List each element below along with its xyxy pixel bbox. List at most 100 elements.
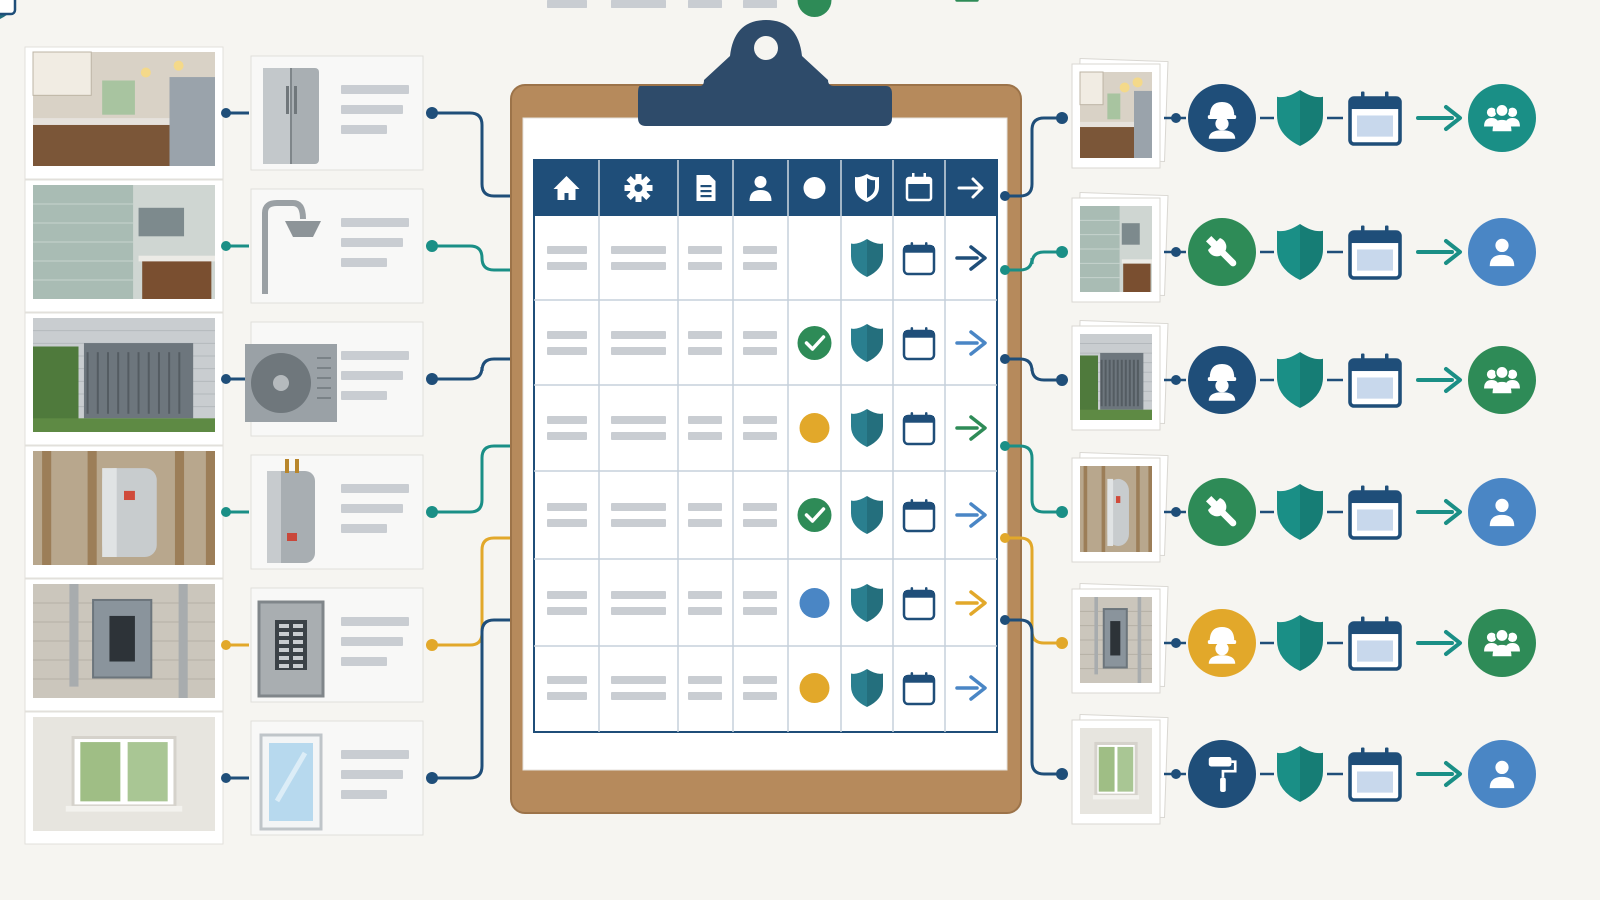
- shield-icon: [1277, 746, 1323, 802]
- arrow-right-icon: [955, 675, 987, 701]
- shield-icon: [1277, 224, 1323, 280]
- placeholder-text-lines: [688, 503, 722, 527]
- assignment-row: [1071, 319, 1536, 431]
- connector-dot: [1056, 246, 1068, 258]
- panel-wiring-thumbnail: [1071, 582, 1169, 694]
- shield-icon: [851, 324, 883, 362]
- placeholder-text-lines: [341, 617, 409, 666]
- equipment-row: [24, 46, 424, 180]
- placeholder-text-lines: [611, 591, 666, 615]
- connector-dot: [426, 506, 438, 518]
- refrigerator-icon: [263, 68, 319, 164]
- calendar-icon: [905, 173, 933, 202]
- table-row: [0, 0, 979, 19]
- group-icon: [1468, 609, 1536, 677]
- check-status-icon: [798, 0, 832, 17]
- connector-dot: [426, 107, 438, 119]
- calendar-icon: [1348, 747, 1402, 802]
- gear-icon: [624, 174, 653, 202]
- placeholder-text-lines: [341, 218, 409, 267]
- arrow-right-icon: [957, 177, 984, 199]
- calendar-icon: [1348, 353, 1402, 408]
- arrow-right-icon: [1416, 367, 1462, 393]
- arrow-right-icon: [955, 502, 987, 528]
- arrow-right-icon: [1416, 761, 1462, 787]
- connector-dot: [221, 773, 231, 783]
- arrow-right-icon: [955, 245, 987, 271]
- arrow-right-icon: [1416, 630, 1462, 656]
- connector-line: [432, 444, 526, 514]
- placeholder-text-lines: [547, 503, 587, 527]
- shield-icon: [1277, 352, 1323, 408]
- clipboard: [0, 0, 1022, 814]
- clipboard-clip: [638, 20, 892, 126]
- connector-dot: [221, 640, 231, 650]
- person-icon: [1468, 740, 1536, 808]
- placeholder-text-lines: [743, 246, 777, 270]
- equipment-card: [250, 587, 424, 703]
- connector-dot: [1000, 615, 1010, 625]
- connector-dot: [426, 373, 438, 385]
- hard-hat-worker-icon: [1188, 84, 1256, 152]
- connector-dot: [1000, 533, 1010, 543]
- placeholder-text-lines: [611, 416, 666, 440]
- calendar-icon: [0, 0, 17, 16]
- placeholder-text-lines: [547, 416, 587, 440]
- connector-line: [432, 357, 526, 381]
- window-sill-thumbnail: [1071, 713, 1169, 825]
- status-dot: [799, 588, 830, 618]
- table-row: [547, 496, 987, 534]
- arrow-right-icon: [1416, 239, 1462, 265]
- placeholder-text-lines: [743, 0, 777, 8]
- connector-dot: [426, 240, 438, 252]
- placeholder-text-lines: [743, 503, 777, 527]
- shield-icon: [851, 584, 883, 622]
- equipment-row: [24, 445, 424, 579]
- shield-icon: [1277, 615, 1323, 671]
- table-row: [547, 584, 987, 622]
- shower-valve-thumbnail: [1071, 191, 1169, 303]
- table-row: [547, 409, 987, 447]
- placeholder-text-lines: [743, 331, 777, 355]
- hard-hat-worker-icon: [1188, 346, 1256, 414]
- connector-dot: [1171, 638, 1181, 648]
- table-row: [547, 324, 987, 362]
- connector-dot: [1171, 507, 1181, 517]
- connector-line: [432, 536, 526, 647]
- table-header: [534, 160, 997, 216]
- placeholder-text-lines: [743, 416, 777, 440]
- electrical-panel-photo: [24, 578, 224, 712]
- equipment-card: [250, 55, 424, 171]
- connector-dot: [1000, 265, 1010, 275]
- connector-dot: [1171, 247, 1181, 257]
- placeholder-text-lines: [341, 351, 409, 400]
- connector-line: [1005, 444, 1062, 514]
- assignment-row: [1071, 582, 1536, 694]
- right-connectors: [1000, 112, 1068, 780]
- bathroom-photo: [24, 179, 224, 313]
- hard-hat-worker-icon: [1188, 609, 1256, 677]
- breaker-panel-icon: [257, 600, 325, 698]
- equipment-card: [250, 454, 424, 570]
- shield-icon: [1277, 484, 1323, 540]
- calendar-icon: [902, 672, 936, 706]
- assignment-row: [1071, 713, 1536, 825]
- paint-roller-icon: [1188, 740, 1256, 808]
- arrow-right-icon: [1416, 499, 1462, 525]
- placeholder-text-lines: [743, 676, 777, 700]
- assignment-row: [1071, 57, 1536, 169]
- placeholder-text-lines: [547, 591, 587, 615]
- arrow-right-icon: [955, 415, 987, 441]
- shield-icon: [1277, 90, 1323, 146]
- equipment-card: [250, 188, 424, 304]
- shield-icon: [851, 496, 883, 534]
- placeholder-text-lines: [688, 246, 722, 270]
- calendar-icon: [902, 327, 936, 361]
- group-icon: [1468, 84, 1536, 152]
- maintenance-table: [0, 0, 998, 733]
- status-dot: [799, 673, 830, 703]
- equipment-row: [24, 312, 424, 446]
- equipment-card: [250, 720, 424, 836]
- person-icon: [1468, 478, 1536, 546]
